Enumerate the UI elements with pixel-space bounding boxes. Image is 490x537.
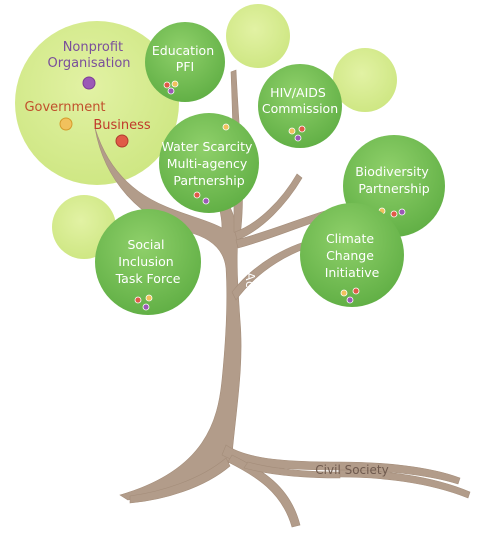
legend: Nonprofit Organisation Government Busine… (24, 40, 151, 148)
label-hiv-aids-commission: HIV/AIDS Commission (262, 85, 338, 116)
bubble-climate-change (300, 203, 404, 307)
canopy-decoration (52, 4, 397, 259)
trunk-label: Active Citizenship (243, 272, 258, 392)
initiative-education-pfi: Education PFI (145, 22, 225, 102)
bubble-hiv-aids-commission (258, 64, 342, 148)
label-biodiversity-partnership: Biodiversity Partnership (355, 164, 433, 196)
partner-dots (378, 207, 406, 218)
partner-dots (134, 294, 153, 311)
label-education-pfi: Education PFI (152, 43, 218, 74)
label-water-scarcity: Water Scarcity Multi-agency Partnership (162, 139, 257, 188)
legend-bubble (15, 21, 179, 185)
bubble-water-scarcity (159, 113, 259, 213)
initiative-hiv-aids-commission: HIV/AIDS Commission (258, 64, 342, 148)
initiative-water-scarcity: Water Scarcity Multi-agency Partnership (159, 113, 259, 213)
bubble-social-inclusion (95, 209, 201, 315)
partner-dots (193, 123, 230, 205)
partner-dots (288, 125, 306, 142)
partner-dots (163, 80, 179, 95)
partner-dots (340, 287, 360, 304)
legend-dot-nonprofit (82, 76, 96, 90)
legend-label-government: Government (24, 100, 105, 115)
label-social-inclusion: Social Inclusion Task Force (115, 237, 181, 286)
label-climate-change: Climate Change Initiative (325, 231, 380, 280)
legend-label-nonprofit: Nonprofit Organisation (47, 40, 130, 71)
initiative-climate-change: Climate Change Initiative (300, 203, 404, 307)
legend-label-business: Business (93, 118, 151, 133)
bubble-education-pfi (145, 22, 225, 102)
initiative-social-inclusion: Social Inclusion Task Force (95, 209, 201, 315)
legend-dot-business (115, 134, 129, 148)
root-label: Civil Society (315, 463, 388, 477)
legend-dot-government (59, 117, 73, 131)
